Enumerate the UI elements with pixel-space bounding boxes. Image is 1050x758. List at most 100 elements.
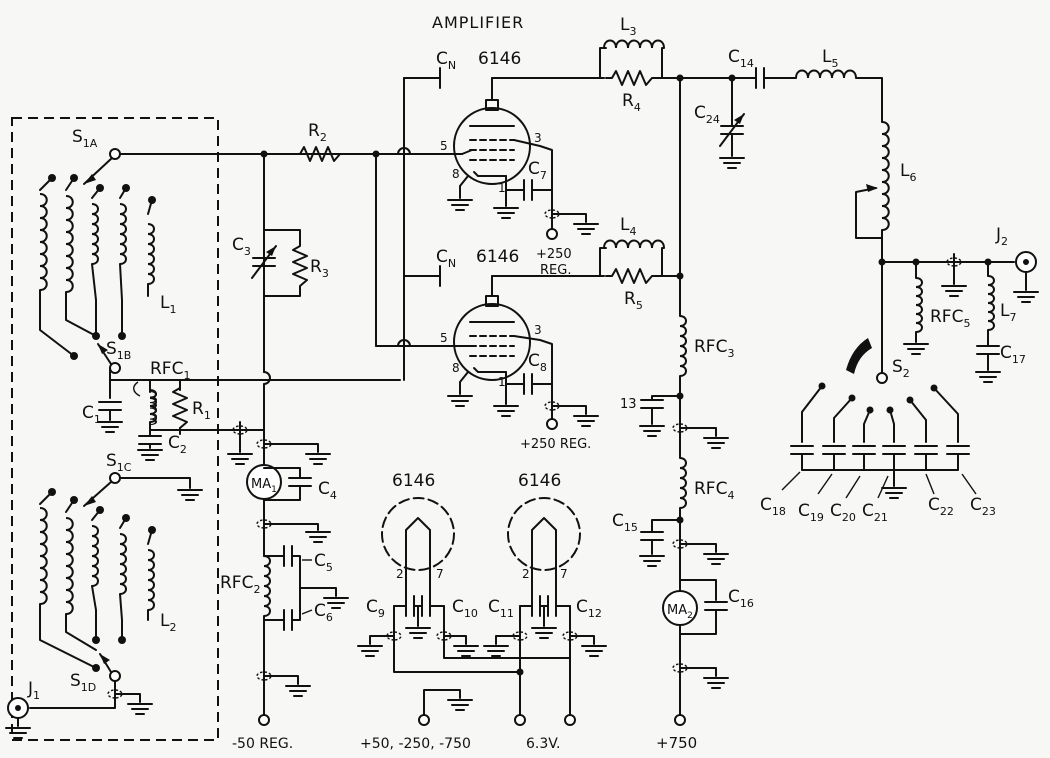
svg-text:C22: C22 bbox=[928, 495, 954, 518]
c10-label: C bbox=[452, 597, 464, 617]
c7-label: C bbox=[528, 159, 540, 179]
l5-sub: 5 bbox=[831, 57, 838, 70]
svg-text:C21: C21 bbox=[862, 501, 888, 524]
l7-sub: 7 bbox=[1009, 311, 1016, 324]
pin3-top: 3 bbox=[534, 131, 542, 145]
l3-label: L bbox=[620, 15, 630, 35]
c15-label: C bbox=[612, 511, 624, 531]
c10-sub: 10 bbox=[464, 607, 478, 620]
c2-sub: 2 bbox=[180, 443, 187, 456]
svg-text:RFC4: RFC4 bbox=[694, 479, 734, 502]
c20-label: C bbox=[830, 501, 842, 521]
s2-label: S bbox=[892, 357, 903, 377]
s1d-sub: 1D bbox=[81, 681, 96, 694]
screen-bottom-terminal bbox=[546, 418, 558, 430]
pin1-top: 1 bbox=[498, 181, 506, 195]
cn-bottom-label: C bbox=[436, 247, 448, 267]
rfc3-label: RFC bbox=[694, 337, 727, 357]
screen-top-terminal bbox=[546, 228, 558, 240]
filament-terminal-b bbox=[564, 714, 576, 726]
pin8-bottom: 8 bbox=[452, 361, 460, 375]
svg-text:J1: J1 bbox=[27, 679, 40, 702]
rfc1-label: RFC bbox=[150, 359, 183, 379]
s2-rotor bbox=[846, 338, 872, 374]
svg-text:R5: R5 bbox=[624, 289, 643, 312]
svg-text:C1: C1 bbox=[82, 403, 101, 426]
c2-label: C bbox=[168, 433, 180, 453]
r2-sub: 2 bbox=[320, 131, 327, 144]
svg-text:C8: C8 bbox=[528, 351, 547, 374]
rfc2-label: RFC bbox=[220, 573, 253, 593]
bias-terminal bbox=[258, 714, 270, 726]
c23-sub: 23 bbox=[982, 505, 996, 518]
c8-sub: 8 bbox=[540, 361, 547, 374]
c22-label: C bbox=[928, 495, 940, 515]
hv-supply-label: +50, -250, -750 bbox=[360, 736, 471, 752]
tube-bottom-type: 6146 bbox=[476, 247, 519, 267]
heater-right-envelope bbox=[507, 497, 581, 571]
c1-label: C bbox=[82, 403, 94, 423]
c18-label: C bbox=[760, 495, 772, 515]
rfc4-sub: 4 bbox=[727, 489, 734, 502]
s2-contacts bbox=[818, 382, 938, 414]
pin8-top: 8 bbox=[452, 167, 460, 181]
pin2-left: 2 bbox=[396, 567, 404, 581]
c5-label: C bbox=[314, 551, 326, 571]
svg-text:CN: CN bbox=[436, 247, 456, 270]
hv-supply-terminal bbox=[418, 714, 430, 726]
svg-text:S2: S2 bbox=[892, 357, 910, 380]
svg-text:S1A: S1A bbox=[72, 127, 98, 150]
svg-text:RFC3: RFC3 bbox=[694, 337, 734, 360]
heater-right-type: 6146 bbox=[518, 471, 561, 491]
pin5-top: 5 bbox=[440, 139, 448, 153]
svg-text:L2: L2 bbox=[160, 611, 176, 634]
screen-top-reg: REG. bbox=[540, 263, 571, 278]
c19-sub: 19 bbox=[810, 511, 824, 524]
c3-label: C bbox=[232, 235, 244, 255]
pin5-bottom: 5 bbox=[440, 331, 448, 345]
c16-label: C bbox=[728, 587, 740, 607]
c12-label: C bbox=[576, 597, 588, 617]
svg-text:MA1: MA1 bbox=[251, 477, 277, 495]
svg-text:MA2: MA2 bbox=[667, 603, 693, 621]
s2-terminal bbox=[876, 372, 888, 384]
r4-sub: 4 bbox=[634, 101, 641, 114]
c3-sub: 3 bbox=[244, 245, 251, 258]
r3-sub: 3 bbox=[322, 267, 329, 280]
plate-supply-label: +750 bbox=[656, 734, 697, 752]
svg-text:C3: C3 bbox=[232, 235, 251, 258]
l6-label: L bbox=[900, 161, 910, 181]
s1b-sub: 1B bbox=[117, 349, 132, 362]
ma1-label: MA bbox=[251, 477, 271, 492]
s2-sub: 2 bbox=[903, 367, 910, 380]
ma2-sub: 2 bbox=[687, 611, 693, 621]
c9-label: C bbox=[366, 597, 378, 617]
s1a-label: S bbox=[72, 127, 83, 147]
svg-text:RFC2: RFC2 bbox=[220, 573, 260, 596]
c24-sub: 24 bbox=[706, 113, 720, 126]
svg-text:C9: C9 bbox=[366, 597, 385, 620]
ma1-sub: 1 bbox=[271, 485, 277, 495]
rfc1-sub: 1 bbox=[183, 369, 190, 382]
svg-text:C12: C12 bbox=[576, 597, 602, 620]
j2-sub: 2 bbox=[1001, 235, 1008, 248]
screen-bottom-volt: +250 REG. bbox=[520, 437, 591, 452]
rfc2-sub: 2 bbox=[253, 583, 260, 596]
svg-text:S1B: S1B bbox=[106, 339, 131, 362]
r2-label: R bbox=[308, 121, 320, 141]
svg-text:C10: C10 bbox=[452, 597, 478, 620]
r1-label: R bbox=[192, 399, 204, 419]
c21-label: C bbox=[862, 501, 874, 521]
svg-text:C23: C23 bbox=[970, 495, 996, 518]
cn-top-sub: N bbox=[448, 59, 456, 72]
c1-sub: 1 bbox=[94, 413, 101, 426]
svg-text:C20: C20 bbox=[830, 501, 856, 524]
svg-text:L3: L3 bbox=[620, 15, 636, 38]
l2-label: L bbox=[160, 611, 170, 631]
tap-dots-top bbox=[48, 174, 156, 204]
tube-top bbox=[453, 77, 531, 185]
svg-text:RFC5: RFC5 bbox=[930, 307, 970, 330]
c17-label: C bbox=[1000, 343, 1012, 363]
pin1-bottom: 1 bbox=[498, 375, 506, 389]
svg-text:R1: R1 bbox=[192, 399, 211, 422]
